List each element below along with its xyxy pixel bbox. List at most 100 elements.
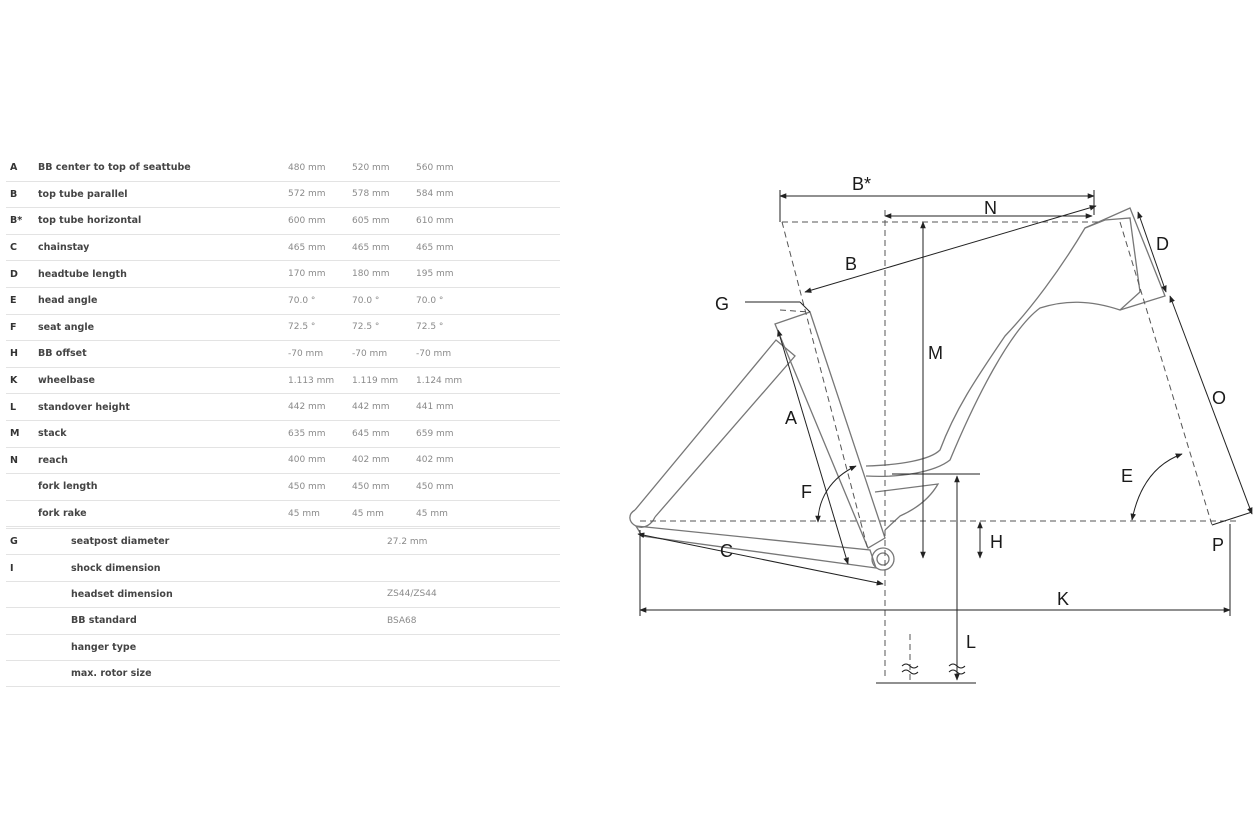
spec-value: ZS44/ZS44 [387, 580, 560, 608]
geometry-label: top tube parallel [38, 181, 288, 209]
spec-label: seatpost diameter [71, 527, 387, 555]
geometry-value-size-3: 45 mm [416, 500, 480, 528]
geometry-code: K [6, 367, 38, 395]
geometry-value-size-1: 70.0 ° [288, 287, 352, 315]
geometry-value-size-1: 1.113 mm [288, 367, 352, 395]
geometry-filler [480, 473, 560, 501]
geometry-filler [480, 314, 560, 342]
geometry-value-size-1: 465 mm [288, 234, 352, 262]
geometry-code: C [6, 234, 38, 262]
main-tube [865, 217, 1141, 478]
geometry-filler [480, 447, 560, 475]
seat-tube [774, 311, 886, 549]
geometry-value-size-2: 72.5 ° [352, 314, 416, 342]
label-a: A [785, 408, 797, 428]
geometry-label: standover height [38, 393, 288, 421]
geometry-value-size-3: 610 mm [416, 207, 480, 235]
spec-code [6, 659, 71, 688]
geometry-code: B* [6, 207, 38, 235]
spec-value: BSA68 [387, 607, 560, 635]
label-p: P [1212, 535, 1224, 555]
dim-p-tick [1211, 511, 1253, 526]
geometry-code [6, 473, 38, 501]
geometry-label: reach [38, 447, 288, 475]
geometry-code: N [6, 447, 38, 475]
dim-g-leader-tip [799, 301, 811, 313]
geometry-value-size-1: 45 mm [288, 500, 352, 528]
label-f: F [801, 482, 812, 502]
geometry-value-size-3: 560 mm [416, 155, 480, 182]
break-mark-right [948, 663, 966, 675]
geometry-code [6, 500, 38, 528]
guide-seatpost [779, 309, 811, 313]
geometry-filler [480, 207, 560, 235]
geometry-label: wheelbase [38, 367, 288, 395]
geometry-value-size-2: 578 mm [352, 181, 416, 209]
geometry-filler [480, 367, 560, 395]
rear-dropout [629, 509, 656, 528]
geometry-code: H [6, 340, 38, 368]
geometry-value-size-1: 442 mm [288, 393, 352, 421]
break-mark-left [901, 663, 919, 675]
geometry-value-size-1: 170 mm [288, 260, 352, 288]
geometry-label: headtube length [38, 260, 288, 288]
spec-row: hanger type [6, 633, 560, 661]
spec-code: G [6, 527, 71, 555]
frame-geometry-diagram: B* N B G A M D O E F H P C K L [629, 174, 1253, 684]
geometry-label: BB center to top of seattube [38, 155, 288, 182]
geometry-code: E [6, 287, 38, 315]
geometry-value-size-2: 450 mm [352, 473, 416, 501]
geometry-value-size-1: 480 mm [288, 155, 352, 182]
geometry-value-size-3: 659 mm [416, 420, 480, 448]
label-m: M [928, 343, 943, 363]
label-k: K [1057, 589, 1069, 609]
geometry-value-size-3: 441 mm [416, 393, 480, 421]
spec-label: shock dimension [71, 554, 387, 582]
geometry-label: top tube horizontal [38, 207, 288, 235]
geometry-value-size-3: 465 mm [416, 234, 480, 262]
spec-value [387, 554, 560, 582]
geometry-value-size-3: -70 mm [416, 340, 480, 368]
geometry-label: seat angle [38, 314, 288, 342]
label-h: H [990, 532, 1003, 552]
spec-code [6, 607, 71, 635]
geometry-filler [480, 500, 560, 528]
geometry-value-size-3: 70.0 ° [416, 287, 480, 315]
dim-d [1137, 211, 1167, 293]
label-g: G [715, 294, 729, 314]
spec-value: 27.2 mm [387, 527, 560, 555]
geometry-value-size-1: 450 mm [288, 473, 352, 501]
spec-label: headset dimension [71, 580, 387, 608]
dim-a [777, 329, 849, 565]
spec-value [387, 633, 560, 661]
geometry-value-size-3: 72.5 ° [416, 314, 480, 342]
geometry-value-size-1: 72.5 ° [288, 314, 352, 342]
seat-stay [634, 339, 796, 518]
geometry-filler [480, 420, 560, 448]
geometry-value-size-3: 584 mm [416, 181, 480, 209]
dim-e-arc [1130, 453, 1183, 521]
spec-label: max. rotor size [71, 659, 387, 688]
geometry-value-size-2: 402 mm [352, 447, 416, 475]
spec-label: BB standard [71, 607, 387, 635]
label-l: L [966, 632, 976, 652]
label-n: N [984, 198, 997, 218]
geometry-label: fork rake [38, 500, 288, 528]
geometry-value-size-2: 442 mm [352, 393, 416, 421]
geometry-filler [480, 393, 560, 421]
dim-o [1169, 295, 1253, 515]
geometry-value-size-2: 1.119 mm [352, 367, 416, 395]
